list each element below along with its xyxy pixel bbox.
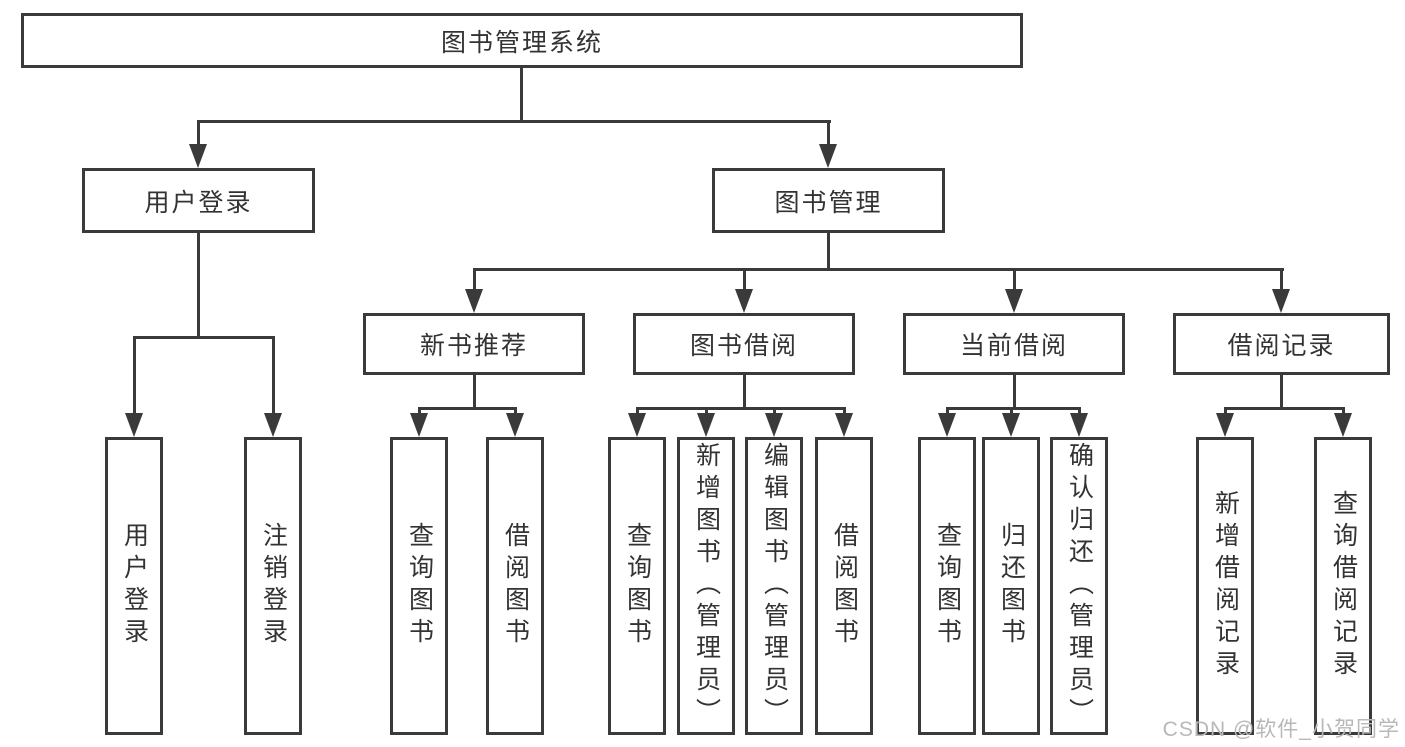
leaf-label: 查询图书 xyxy=(623,522,652,650)
node-new-book-recommend: 新书推荐 xyxy=(363,313,585,375)
connector-drop-section xyxy=(1013,268,1016,294)
arrowhead-down xyxy=(765,413,783,437)
connector-root-stem xyxy=(520,66,523,122)
connector-drop-login xyxy=(197,120,200,148)
leaf-label: 借阅图书 xyxy=(830,522,859,650)
leaf-borrow-books: 借阅图书 xyxy=(815,437,873,735)
arrowhead-down xyxy=(835,413,853,437)
leaf-add-borrow-record: 新增借阅记录 xyxy=(1196,437,1254,735)
arrowhead-down xyxy=(1002,413,1020,437)
arrowhead-down xyxy=(264,413,282,437)
arrowhead-down xyxy=(819,144,837,168)
connector-leaf-rail xyxy=(1224,407,1345,410)
node-root-system: 图书管理系统 xyxy=(21,13,1023,68)
connector-drop-leaf xyxy=(133,336,136,418)
connector-drop-leaf xyxy=(705,407,708,417)
leaf-label: 查询图书 xyxy=(405,522,434,650)
connector-level3-rail xyxy=(473,268,1284,271)
connector-drop-section xyxy=(473,268,476,294)
arrowhead-down xyxy=(1070,413,1088,437)
leaf-logout: 注销登录 xyxy=(244,437,302,735)
leaf-edit-books-admin: 编辑图书（管理员） xyxy=(745,437,803,735)
connector-drop-leaf xyxy=(1078,407,1081,417)
connector-drop-section xyxy=(1280,268,1283,294)
arrowhead-down xyxy=(1216,413,1234,437)
connector-login-rail xyxy=(133,336,275,339)
leaf-label: 注销登录 xyxy=(259,522,288,650)
leaf-confirm-return-admin: 确认归还（管理员） xyxy=(1050,437,1108,735)
arrowhead-down xyxy=(938,413,956,437)
arrowhead-down xyxy=(410,413,428,437)
connector-drop-leaf xyxy=(946,407,949,417)
leaf-label: 新增借阅记录 xyxy=(1211,490,1240,682)
arrowhead-down xyxy=(735,289,753,313)
leaf-return-books: 归还图书 xyxy=(982,437,1040,735)
node-user-login: 用户登录 xyxy=(82,168,315,233)
connector-section-stem xyxy=(1013,375,1016,410)
leaf-label: 查询借阅记录 xyxy=(1329,490,1358,682)
node-borrow-records: 借阅记录 xyxy=(1173,313,1390,375)
leaf-label: 确认归还（管理员） xyxy=(1065,442,1094,730)
connector-drop-mgmt xyxy=(827,120,830,148)
leaf-user-login: 用户登录 xyxy=(105,437,163,735)
leaf-label: 编辑图书（管理员） xyxy=(760,442,789,730)
connector-leaf-rail xyxy=(418,407,517,410)
leaf-query-borrow-record: 查询借阅记录 xyxy=(1314,437,1372,735)
connector-drop-leaf xyxy=(1010,407,1013,417)
leaf-query-books-borrow: 查询图书 xyxy=(608,437,666,735)
leaf-add-books-admin: 新增图书（管理员） xyxy=(677,437,735,735)
leaf-query-books-recommend: 查询图书 xyxy=(390,437,448,735)
connector-section-stem xyxy=(473,375,476,410)
connector-leaf-rail xyxy=(636,407,846,410)
node-book-management: 图书管理 xyxy=(712,168,945,233)
node-book-borrow: 图书借阅 xyxy=(633,313,855,375)
arrowhead-down xyxy=(189,144,207,168)
leaf-label: 新增图书（管理员） xyxy=(692,442,721,730)
connector-drop-leaf xyxy=(773,407,776,417)
connector-drop-leaf xyxy=(272,336,275,418)
connector-drop-leaf xyxy=(636,407,639,417)
connector-drop-leaf xyxy=(843,407,846,417)
leaf-label: 借阅图书 xyxy=(501,522,530,650)
connector-drop-leaf xyxy=(418,407,421,417)
arrowhead-down xyxy=(1272,289,1290,313)
csdn-watermark: CSDN @软件_小贺同学 xyxy=(1162,718,1400,741)
connector-drop-section xyxy=(743,268,746,294)
arrowhead-down xyxy=(1005,289,1023,313)
connector-drop-leaf xyxy=(1224,407,1227,417)
arrowhead-down xyxy=(1334,413,1352,437)
connector-drop-leaf xyxy=(514,407,517,417)
arrowhead-down xyxy=(506,413,524,437)
connector-section-stem xyxy=(1280,375,1283,410)
connector-drop-leaf xyxy=(1342,407,1345,417)
arrowhead-down xyxy=(465,289,483,313)
leaf-label: 查询图书 xyxy=(933,522,962,650)
connector-leaf-rail xyxy=(946,407,1081,410)
arrowhead-down xyxy=(125,413,143,437)
arrowhead-down xyxy=(628,413,646,437)
connector-mgmt-stem xyxy=(827,233,830,271)
leaf-label: 用户登录 xyxy=(120,522,149,650)
connector-level2-rail xyxy=(197,120,831,123)
leaf-label: 归还图书 xyxy=(997,522,1026,650)
node-current-borrow: 当前借阅 xyxy=(903,313,1125,375)
connector-login-stem xyxy=(197,233,200,339)
leaf-borrow-books-recommend: 借阅图书 xyxy=(486,437,544,735)
arrowhead-down xyxy=(697,413,715,437)
leaf-query-books-current: 查询图书 xyxy=(918,437,976,735)
connector-section-stem xyxy=(743,375,746,410)
